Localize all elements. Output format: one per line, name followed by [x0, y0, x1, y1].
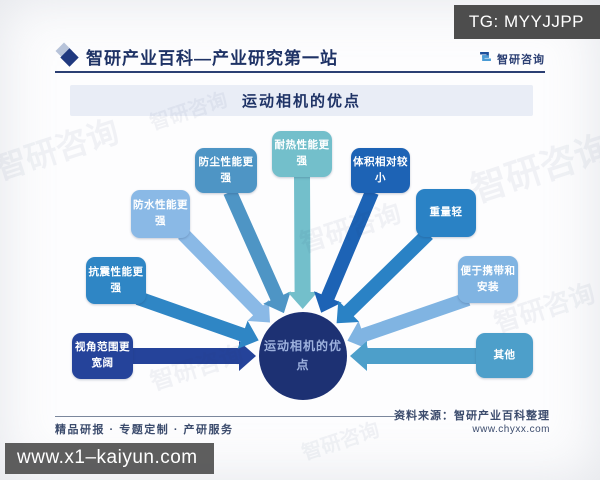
- node-label: 防水性能更 强: [133, 199, 188, 227]
- arrow-wide-view: [133, 341, 256, 371]
- arrow-easy-carry: [347, 292, 471, 350]
- node-dustproof: 防尘性能更 强: [195, 148, 257, 193]
- arrow-light-weight: [336, 229, 433, 324]
- node-light-weight: 重量轻: [416, 189, 476, 237]
- node-label: 便于携带和 安装: [460, 264, 516, 293]
- header-title: 智研产业百科—产业研究第一站: [86, 49, 338, 68]
- node-label: 耐热性能更 强: [274, 139, 330, 167]
- tg-badge-text: TG: MYYJJPP: [468, 12, 584, 31]
- page-title: 运动相机的优点: [241, 93, 361, 110]
- zhiyan-logo-icon: [479, 50, 492, 68]
- arrow-other: [350, 341, 476, 371]
- arrow-heat-resistance: [287, 176, 318, 309]
- header-divider: [55, 71, 545, 73]
- node-other: 其他: [476, 333, 533, 378]
- node-wide-view: 视角范围更 宽阔: [72, 333, 133, 379]
- node-shock-resistance: 抗震性能更 强: [86, 257, 146, 304]
- center-node-label: 运动相机的优 点: [263, 339, 342, 372]
- node-small-size: 体积相对较 小: [351, 148, 410, 193]
- footer-tagline: 精品研报 · 专题定制 · 产研服务: [55, 424, 234, 436]
- source-block: 资料来源：智研产业百科整理 www.chyxx.com: [394, 407, 550, 435]
- node-easy-carry: 便于携带和 安装: [458, 256, 518, 303]
- brand-logo: 智研咨询: [479, 50, 545, 68]
- node-label: 视角范围更 宽阔: [75, 341, 130, 369]
- node-label: 其他: [493, 348, 516, 361]
- source-label: 资料来源：智研产业百科整理: [394, 410, 550, 422]
- arrow-shock-resistance: [135, 291, 259, 349]
- arrow-small-size: [314, 189, 379, 313]
- node-heat-resistance: 耐热性能更 强: [272, 131, 332, 177]
- title-banner: 运动相机的优点: [70, 85, 533, 116]
- url-watermark: www.x1–kaiyun.com: [5, 443, 214, 474]
- node-waterproof: 防水性能更 强: [131, 190, 190, 238]
- node-label: 防尘性能更 强: [198, 155, 254, 184]
- arrow-waterproof: [178, 229, 270, 323]
- arrow-dustproof: [223, 189, 291, 314]
- node-label: 体积相对较 小: [353, 155, 408, 184]
- center-node: 运动相机的优 点: [259, 312, 347, 400]
- source-url: www.chyxx.com: [472, 424, 550, 435]
- node-label: 抗震性能更 强: [88, 265, 144, 294]
- footer-divider: [55, 416, 405, 417]
- tg-badge: TG: MYYJJPP: [453, 5, 600, 39]
- node-label: 重量轻: [429, 206, 463, 219]
- brand-logo-text: 智研咨询: [497, 54, 545, 66]
- url-watermark-text: www.x1–kaiyun.com: [17, 447, 198, 468]
